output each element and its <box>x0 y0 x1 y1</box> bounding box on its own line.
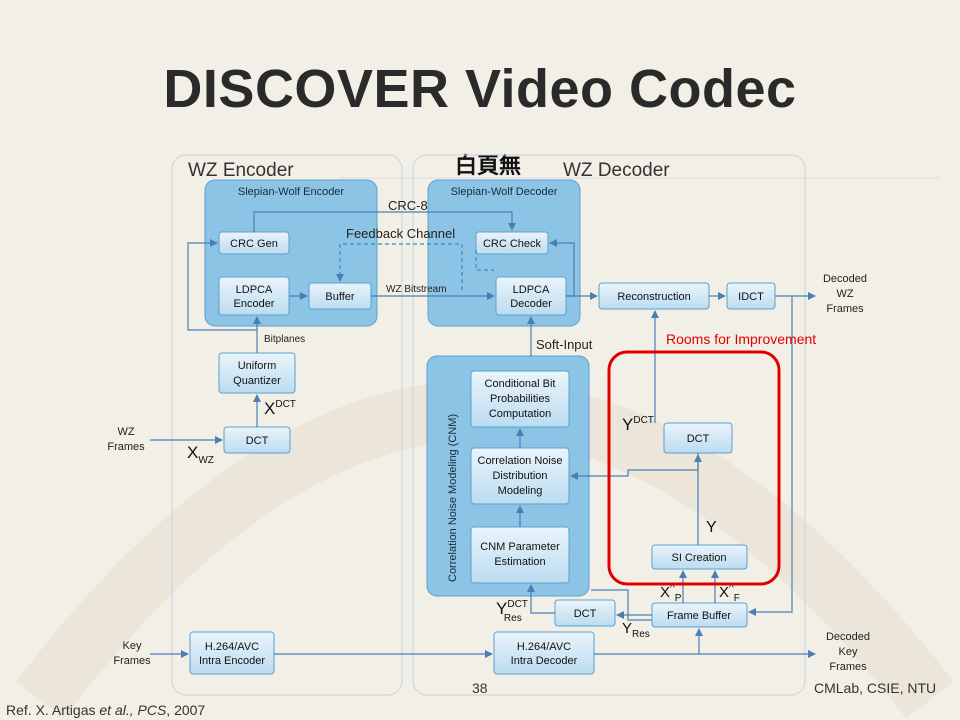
crc8-label: CRC-8 <box>388 198 428 213</box>
idct-label: IDCT <box>738 291 764 303</box>
si-creation-box <box>651 544 748 570</box>
dct-si-label: DCT <box>687 433 710 445</box>
decoded-key-label-2: Key <box>839 646 858 658</box>
sw-decoder-label: Slepian-Wolf Decoder <box>451 186 558 198</box>
dct-res-label: DCT <box>574 608 597 620</box>
h264-decoder-label-1: H.264/AVC <box>517 641 571 653</box>
quantizer-label-1: Uniform <box>238 360 277 372</box>
cnd-label-2: Distribution <box>492 470 547 482</box>
reference-year: , 2007 <box>166 702 206 718</box>
decoded-wz-label-2: WZ <box>836 288 853 300</box>
cnm-param-label-2: Estimation <box>494 556 545 568</box>
improvement-highlight <box>607 350 781 586</box>
decoded-key-label-1: Decoded <box>826 631 870 643</box>
ldpca-decoder-label-2: Decoder <box>510 298 552 310</box>
buffer-label: Buffer <box>325 291 354 303</box>
wz-frames-label-1: WZ <box>117 426 134 438</box>
wz-bitstream-label: WZ Bitstream <box>386 284 447 295</box>
dct-encoder-label: DCT <box>246 435 269 447</box>
rooms-label: Rooms for Improvement <box>666 331 816 347</box>
slide-title: DISCOVER Video Codec <box>163 59 797 119</box>
cbp-box <box>470 370 570 428</box>
ldpca-encoder-label-2: Encoder <box>234 298 275 310</box>
x-p-label: X^P <box>660 583 682 604</box>
reconstruction-label: Reconstruction <box>617 291 690 303</box>
cnd-label-1: Correlation Noise <box>478 455 563 467</box>
h264-decoder-box <box>493 631 595 675</box>
cbp-label-2: Probabilities <box>490 393 550 405</box>
crc-check-label: CRC Check <box>483 238 542 250</box>
cbp-label-3: Computation <box>489 408 551 420</box>
cnm-param-box <box>470 526 570 584</box>
cbp-label-1: Conditional Bit <box>485 378 556 390</box>
institution: CMLab, CSIE, NTU <box>814 680 937 696</box>
y-res-label: YRes <box>622 620 650 640</box>
h264-encoder-box <box>189 631 275 675</box>
cnd-label-3: Modeling <box>498 485 543 497</box>
reference-authors: et al., PCS <box>99 702 167 718</box>
sw-encoder-label: Slepian-Wolf Encoder <box>238 186 345 198</box>
x-f-label: X^F <box>719 583 740 604</box>
wz-frames-label-2: Frames <box>107 441 145 453</box>
reference: Ref. X. Artigas et al., PCS, 2007 <box>6 702 205 718</box>
ldpca-decoder-label-1: LDPCA <box>513 284 550 296</box>
reference-prefix: Ref. X. Artigas <box>6 702 100 718</box>
cnm-param-label-1: CNM Parameter <box>480 541 560 553</box>
ldpca-encoder-label-1: LDPCA <box>236 284 273 296</box>
page-number: 38 <box>472 680 488 696</box>
wz-encoder-panel <box>171 154 403 696</box>
y-dct-label: YDCT <box>622 415 654 434</box>
frame-buffer-label: Frame Buffer <box>667 610 731 622</box>
cnm-label: Correlation Noise Modeling (CNM) <box>447 414 459 582</box>
x-dct-label: XDCT <box>264 399 296 418</box>
decoration-text: 白頁無 <box>455 153 522 178</box>
x-wz-label: XWZ <box>187 443 214 466</box>
bitplanes-label: Bitplanes <box>264 334 305 345</box>
decoder-title: WZ Decoder <box>563 160 670 181</box>
quantizer-label-2: Quantizer <box>233 375 281 387</box>
h264-encoder-label-2: Intra Encoder <box>199 655 265 667</box>
crc-check-box <box>475 231 549 255</box>
decoded-wz-label-3: Frames <box>826 303 864 315</box>
encoder-title: WZ Encoder <box>188 160 294 181</box>
key-frames-label-2: Frames <box>113 655 151 667</box>
crc-gen-label: CRC Gen <box>230 238 278 250</box>
y-label: Y <box>706 519 717 536</box>
h264-encoder-label-1: H.264/AVC <box>205 641 259 653</box>
soft-input-label: Soft-Input <box>536 337 593 352</box>
quantizer-box <box>218 352 296 394</box>
decoded-wz-label-1: Decoded <box>823 273 867 285</box>
key-frames-label-1: Key <box>123 640 142 652</box>
wz-decoder-panel <box>412 154 806 696</box>
feedback-label: Feedback Channel <box>346 226 455 241</box>
h264-decoder-label-2: Intra Decoder <box>511 655 578 667</box>
si-creation-label: SI Creation <box>671 552 726 564</box>
decoded-key-label-3: Frames <box>829 661 867 673</box>
